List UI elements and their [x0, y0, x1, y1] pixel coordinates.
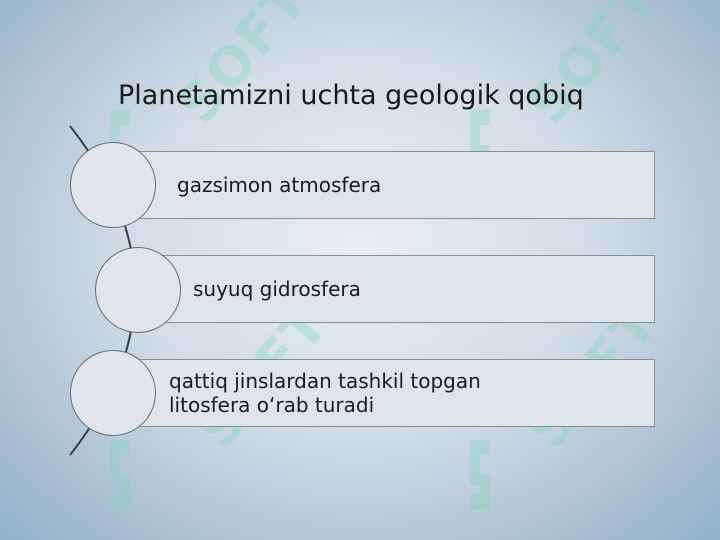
watermark-logo-icon — [110, 440, 130, 510]
list-item-text: qattiq jinslardan tashkil topgan litosfe… — [169, 369, 481, 417]
list-item-text: suyuq gidrosfera — [193, 277, 361, 301]
bullet-circle — [95, 247, 181, 333]
list-item-box: gazsimon atmosfera — [118, 151, 655, 219]
bullet-circle — [70, 142, 156, 228]
list-item-text: gazsimon atmosfera — [177, 173, 382, 197]
bullet-circle — [70, 350, 156, 436]
list-item-box: qattiq jinslardan tashkil topgan litosfe… — [118, 359, 655, 427]
list-item-box: suyuq gidrosfera — [150, 255, 655, 323]
watermark-logo-icon — [470, 440, 490, 510]
slide-title: Planetamizni uchta geologik qobiq — [118, 80, 584, 111]
